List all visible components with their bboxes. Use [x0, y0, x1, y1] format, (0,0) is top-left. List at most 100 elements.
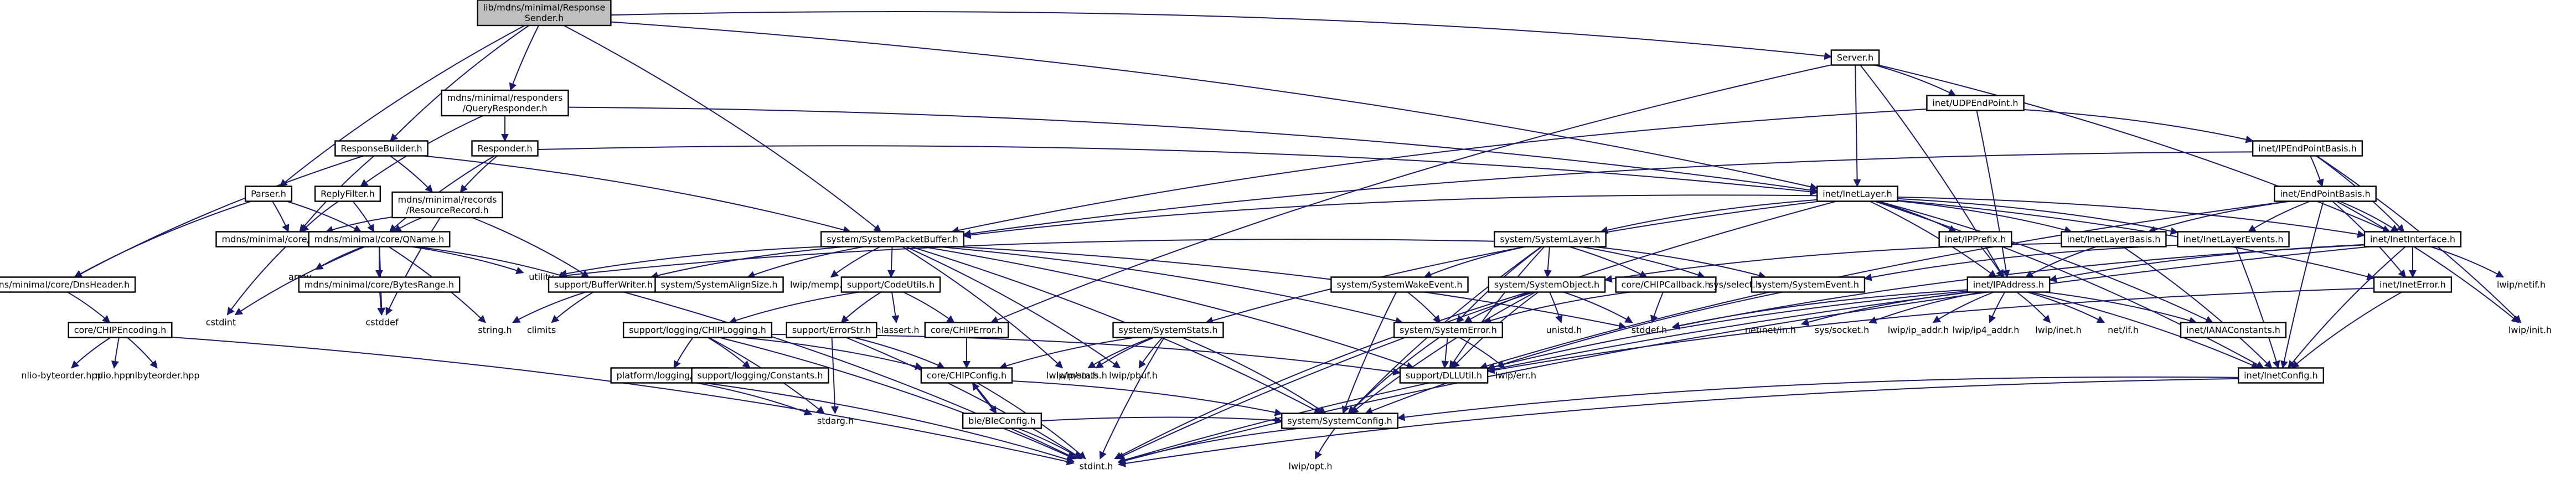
node-label: nlbyteorder.hpp [129, 370, 199, 381]
edge-ipaddress-to-netif [2027, 291, 2105, 323]
node-label: inet/IANAConstants.h [2186, 325, 2280, 336]
edge-respbuilder-to-dnsheader [74, 155, 364, 278]
node-label: net/if.h [2108, 325, 2139, 336]
edge-syslayer-to-sysobject [1543, 246, 1552, 278]
node-inetlayerbasis[interactable]: inet/InetLayerBasis.h [2061, 231, 2167, 248]
node-errorstr[interactable]: support/ErrorStr.h [786, 322, 877, 338]
node-dnsheader[interactable]: mdns/minimal/core/DnsHeader.h [0, 276, 136, 293]
node-inetlayer[interactable]: inet/InetLayer.h [1816, 185, 1898, 202]
node-bufwriter[interactable]: support/BufferWriter.h [548, 276, 659, 293]
edge-pbuffer-to-alignsize [747, 246, 864, 279]
node-chipcallback[interactable]: core/CHIPCallback.h [1615, 276, 1717, 293]
node-label: system/SystemPacketBuffer.h [827, 234, 958, 245]
node-box [1494, 231, 1607, 248]
node-label: lwip/stats.h [1056, 370, 1107, 381]
edge-inetlayer-to-inetlayerevents [1897, 198, 2178, 235]
node-replyfilter[interactable]: ReplyFilter.h [314, 185, 381, 202]
edge-ipendbasis-to-pbuffer [963, 151, 2253, 238]
node-alignsize[interactable]: system/SystemAlignSize.h [654, 276, 784, 293]
node-sysevent[interactable]: system/SystemEvent.h [1751, 276, 1866, 293]
nodes-layer: lib/mdns/minimal/ResponseSender.hServer.… [0, 0, 2552, 472]
node-label: lwip/init.h [2508, 325, 2552, 336]
edge-inetlayer-to-syslayer [1600, 199, 1818, 234]
node-sysstats[interactable]: system/SystemStats.h [1112, 322, 1224, 338]
node-ipaddress[interactable]: inet/IPAddress.h [1966, 276, 2051, 293]
node-label: lwip/pbuf.h [1109, 370, 1158, 381]
node-chiplogging[interactable]: support/logging/CHIPLogging.h [622, 322, 773, 338]
node-dlutil[interactable]: support/DLLUtil.h [1399, 367, 1489, 384]
node-bytesrange[interactable]: mdns/minimal/core/BytesRange.h [298, 276, 461, 293]
node-inetlayerevents[interactable]: inet/InetLayerEvents.h [2177, 231, 2290, 248]
node-ipprefix[interactable]: inet/IPPrefix.h [1938, 231, 2012, 248]
node-label: lwip/opt.h [1289, 461, 1333, 472]
node-sysconfig[interactable]: system/SystemConfig.h [1281, 413, 1398, 429]
node-responder[interactable]: Responder.h [471, 140, 539, 157]
node-box [786, 322, 877, 338]
node-box [441, 89, 569, 117]
node-label: support/logging/Constants.h [698, 370, 823, 381]
node-qname[interactable]: mdns/minimal/core/QName.h [308, 231, 451, 248]
edge-chipcallback-to-stddefh [1650, 292, 1664, 323]
edge-ipaddress-to-stdint [1118, 291, 1971, 464]
edge-bytesrange-to-cstddef [377, 292, 385, 316]
edge-codeutils-to-nlassert [891, 292, 900, 323]
edge-sysstats-to-stdint [1099, 337, 1165, 460]
node-label: core/CHIPConfig.h [927, 370, 1006, 381]
node-resrecord[interactable]: mdns/minimal/records/ResourceRecord.h [391, 191, 503, 219]
edge-pbuffer-to-stddefh [954, 246, 1627, 330]
node-inetiface[interactable]: inet/InetInterface.h [2363, 231, 2462, 248]
edge-pbuffer-to-utility [559, 246, 823, 278]
node-ineterror[interactable]: inet/InetError.h [2373, 276, 2453, 293]
node-respbuilder[interactable]: ResponseBuilder.h [334, 140, 429, 157]
edge-resrecord-to-bufwriter [472, 217, 590, 278]
edge-inetlayerbasis-to-ipaddress [2025, 246, 2097, 278]
edge-chipencoding-to-nlbyteorder [127, 337, 158, 369]
node-lwipinit: lwip/init.h [2508, 325, 2552, 336]
node-ianaconst[interactable]: inet/IANAConstants.h [2180, 322, 2287, 338]
node-lwipinet: lwip/inet.h [2035, 325, 2081, 336]
edge-endbasis-to-inetiface [2339, 200, 2399, 233]
node-ipendbasis[interactable]: inet/IPEndPointBasis.h [2252, 140, 2363, 157]
node-label: inet/InetLayerBasis.h [2067, 234, 2161, 245]
node-sysobject[interactable]: system/SystemObject.h [1488, 276, 1606, 293]
node-nliohpp: nlio.hpp [95, 370, 131, 381]
node-syserror[interactable]: system/SystemError.h [1393, 322, 1504, 338]
node-lwippbuf: lwip/pbuf.h [1109, 370, 1158, 381]
node-label: lib/mdns/minimal/Response [483, 2, 606, 13]
node-label: inet/InetLayerEvents.h [2183, 234, 2283, 245]
edge-codeutils-to-chiplogging [729, 291, 859, 324]
node-label: system/SystemError.h [1400, 325, 1497, 336]
node-chiperror[interactable]: core/CHIPError.h [924, 322, 1009, 338]
node-box [2252, 140, 2363, 157]
node-lwiperr: lwip/err.h [1495, 370, 1536, 381]
edge-sysobject-to-stdint [1114, 291, 1529, 460]
node-box [314, 185, 381, 202]
node-endbasis[interactable]: inet/EndPointBasis.h [2274, 185, 2377, 202]
node-codeutils[interactable]: support/CodeUtils.h [840, 276, 941, 293]
node-pbuffer[interactable]: system/SystemPacketBuffer.h [820, 231, 964, 248]
edge-syslayer-to-sysselect [1580, 246, 1706, 279]
node-server[interactable]: Server.h [1830, 49, 1880, 66]
node-label: stdint.h [1080, 461, 1113, 472]
node-qresp[interactable]: mdns/minimal/responders/QueryResponder.h [441, 89, 569, 117]
edge-errorstr-to-chipconfig [853, 337, 946, 369]
edge-inetiface-to-stddefh [1671, 244, 2365, 330]
node-netif: net/if.h [2108, 325, 2139, 336]
node-inetconfig[interactable]: inet/InetConfig.h [2237, 367, 2325, 384]
node-logconstants[interactable]: support/logging/Constants.h [691, 367, 829, 384]
node-chipconfig[interactable]: core/CHIPConfig.h [920, 367, 1013, 384]
node-label: Responder.h [478, 143, 533, 154]
edge-chiplogging-to-platlogging [673, 337, 694, 369]
node-bleconfig[interactable]: ble/BleConfig.h [962, 413, 1042, 429]
node-chipencoding[interactable]: core/CHIPEncoding.h [68, 322, 173, 338]
edge-dnsheader-to-chipencoding [67, 291, 111, 323]
node-udpend[interactable]: inet/UDPEndPoint.h [1926, 95, 2025, 111]
edge-syserror-to-lwiperr [1459, 337, 1505, 369]
node-syslayer[interactable]: system/SystemLayer.h [1494, 231, 1607, 248]
edge-inetlayer-to-pbuffer [963, 194, 1818, 239]
edge-respbuilder-to-resrecord [390, 155, 433, 193]
edge-chipcallback-to-syserror [1483, 291, 1630, 324]
node-parser[interactable]: Parser.h [244, 185, 293, 202]
node-wakeevent[interactable]: system/SystemWakeEvent.h [1330, 276, 1469, 293]
